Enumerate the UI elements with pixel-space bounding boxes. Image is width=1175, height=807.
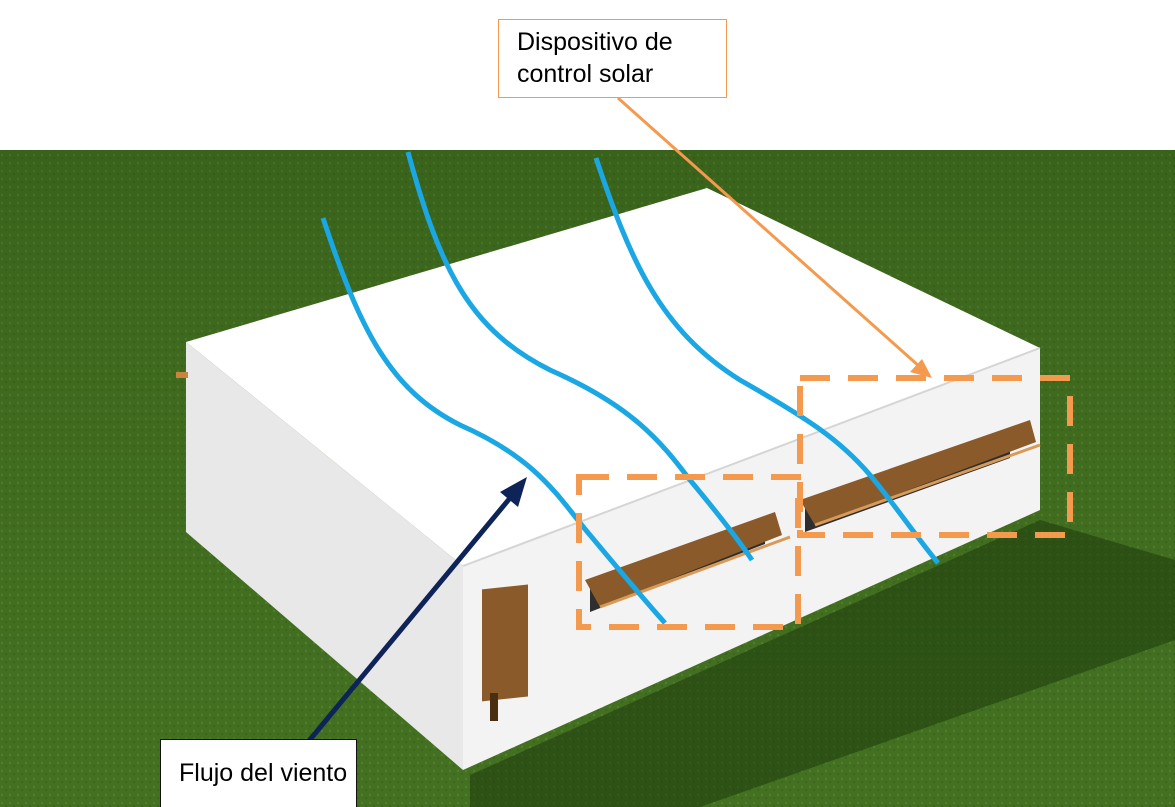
solar-shade-1-edge — [599, 535, 791, 609]
roof-edge — [462, 347, 1041, 567]
wind-callout-text: Flujo del viento — [179, 759, 348, 787]
solar-highlight-box-1 — [576, 474, 801, 630]
solar-device-callout: Dispositivo de control solar — [498, 19, 727, 98]
solar-callout-line-2: control solar — [517, 60, 654, 88]
solar-pointer-line — [617, 96, 921, 369]
wind-flow-curve-1 — [320, 217, 667, 625]
solar-shade-2-edge — [814, 443, 1041, 527]
wind-flow-curve-3 — [593, 157, 940, 565]
solar-callout-line-1: Dispositivo de — [517, 28, 673, 56]
wind-pointer-line — [306, 490, 517, 744]
left-overhang — [176, 372, 188, 378]
wind-pointer-arrowhead — [500, 477, 527, 507]
solar-highlight-box-2 — [797, 375, 1073, 538]
door — [482, 584, 528, 702]
solar-shade-2 — [800, 420, 1036, 525]
building-shadow — [470, 520, 1175, 807]
door-panel — [490, 693, 498, 721]
solar-pointer-arrowhead — [910, 359, 932, 378]
building-side-wall — [186, 342, 463, 770]
wind-flow-curve-2 — [405, 151, 755, 562]
wind-flow-callout: Flujo del viento — [160, 739, 357, 807]
